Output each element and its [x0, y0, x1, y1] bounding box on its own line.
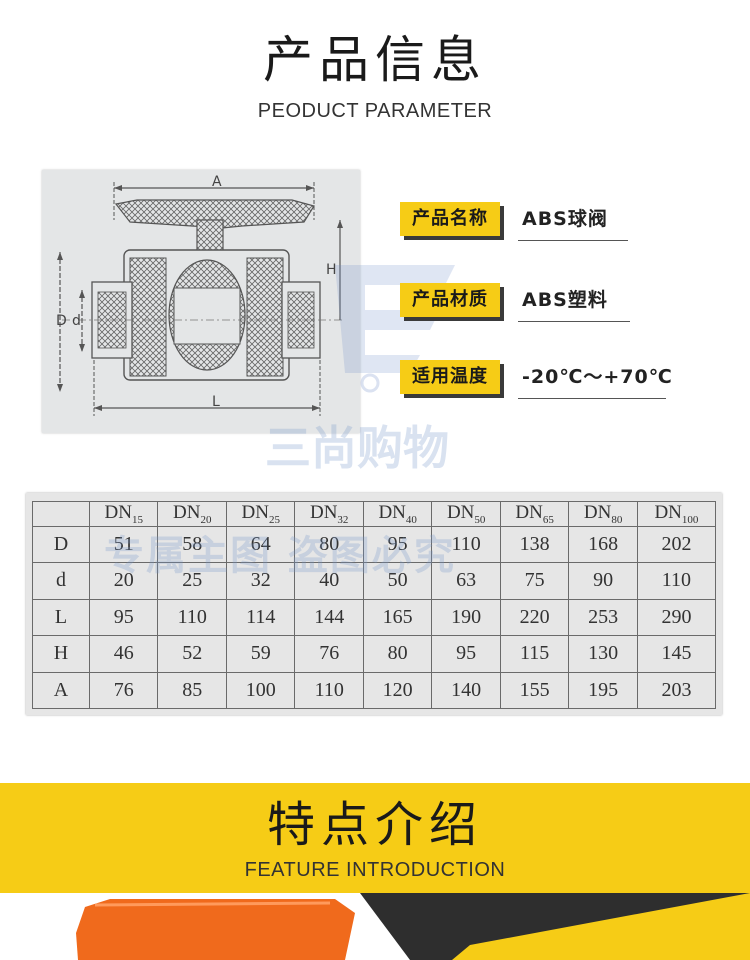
row-header: H	[32, 635, 90, 673]
table-cell: 144	[294, 598, 364, 637]
row-header: A	[32, 671, 90, 710]
table-cell: 46	[88, 635, 159, 673]
row-header: L	[32, 598, 90, 637]
product-info-header: 产品信息 PEODUCT PARAMETER	[0, 30, 750, 123]
row-header: d	[32, 562, 90, 600]
table-cell: 51	[88, 525, 159, 564]
section-title-en: FEATURE INTRODUCTION	[244, 859, 506, 881]
table-cell: 80	[294, 525, 364, 564]
table-cell: 110	[294, 671, 364, 710]
column-header: DN65	[499, 501, 570, 527]
table-cell: 290	[636, 598, 717, 637]
table-cell: 130	[568, 635, 638, 673]
table-cell: 195	[568, 671, 638, 710]
table-cell: 76	[294, 635, 364, 673]
table-corner-cell	[32, 501, 90, 527]
table-row: L 95 110 114 144 165 190 220 253 290	[32, 598, 717, 637]
table-cell: 85	[157, 671, 227, 710]
section-title-cn: 产品信息	[263, 31, 487, 89]
spec-table: DN15 DN20 DN25 DN32 DN40 DN50 DN65 DN80 …	[32, 501, 717, 710]
feature-banner: 特点介绍 FEATURE INTRODUCTION	[0, 783, 750, 893]
section-title-cn: 特点介绍	[266, 797, 483, 853]
table-cell: 110	[636, 562, 717, 600]
table-cell: 115	[499, 635, 570, 673]
param-value: ABS球阀	[522, 208, 608, 230]
table-cell: 203	[636, 671, 717, 710]
column-header: DN80	[568, 501, 638, 527]
table-cell: 100	[225, 671, 296, 710]
table-row: d 20 25 32 40 50 63 75 90 110	[32, 562, 717, 600]
table-cell: 25	[157, 562, 227, 600]
column-header: DN50	[431, 501, 501, 527]
feature-preview-graphic	[76, 893, 750, 960]
table-cell: 165	[362, 598, 433, 637]
table-cell: 20	[88, 562, 159, 600]
feature-preview	[0, 893, 750, 960]
table-cell: 138	[499, 525, 570, 564]
table-cell: 80	[362, 635, 433, 673]
param-underline	[518, 321, 630, 322]
param-underline	[518, 240, 628, 241]
valve-dimension-diagram: A H D d L	[42, 170, 360, 433]
table-cell: 120	[362, 671, 433, 710]
table-row: H 46 52 59 76 80 95 115 130 145	[32, 635, 717, 673]
row-header: D	[32, 525, 90, 564]
table-cell: 145	[636, 635, 717, 673]
label-L: L	[212, 394, 220, 410]
table-cell: 75	[499, 562, 570, 600]
watermark-text-overlay: 专属主图 盗图必究	[104, 533, 456, 579]
table-cell: 190	[431, 598, 501, 637]
column-header: DN100	[636, 501, 717, 527]
table-row: A 76 85 100 110 120 140 155 195 203	[32, 671, 717, 710]
table-cell: 52	[157, 635, 227, 673]
table-cell: 140	[431, 671, 501, 710]
watermark-text: 三尚购物	[265, 421, 449, 475]
param-label: 适用温度	[400, 360, 500, 394]
param-value: ABS塑料	[522, 289, 608, 311]
table-cell: 220	[499, 598, 570, 637]
section-title-en: PEODUCT PARAMETER	[257, 100, 493, 122]
valve-handle-icon	[76, 899, 355, 960]
table-cell: 90	[568, 562, 638, 600]
table-cell: 168	[568, 525, 638, 564]
label-D: D	[56, 313, 67, 329]
param-label: 产品材质	[400, 283, 500, 317]
column-header: DN40	[362, 501, 433, 527]
table-cell: 110	[157, 598, 227, 637]
watermark-logo-icon	[335, 265, 455, 393]
param-underline	[518, 398, 666, 399]
table-cell: 95	[431, 635, 501, 673]
table-cell: 114	[225, 598, 296, 637]
param-label: 产品名称	[400, 202, 500, 236]
table-header-row: DN15 DN20 DN25 DN32 DN40 DN50 DN65 DN80 …	[32, 501, 717, 527]
table-cell: 202	[636, 525, 717, 564]
table-cell: 76	[88, 671, 159, 710]
label-d: d	[72, 313, 81, 329]
table-cell: 155	[499, 671, 570, 710]
param-value: -20℃～+70℃	[522, 366, 673, 388]
table-cell: 59	[225, 635, 296, 673]
feature-header: 特点介绍 FEATURE INTRODUCTION	[0, 795, 750, 882]
table-cell: 50	[362, 562, 433, 600]
table-row: D 51 58 64 80 95 110 138 168 202	[32, 525, 717, 564]
label-A: A	[212, 174, 222, 190]
valve-cross-section-drawing: A H D d L	[56, 174, 343, 416]
table-cell: 95	[88, 598, 159, 637]
label-H: H	[326, 262, 337, 278]
spec-table-photo: DN15 DN20 DN25 DN32 DN40 DN50 DN65 DN80 …	[26, 493, 722, 715]
table-cell: 253	[568, 598, 638, 637]
